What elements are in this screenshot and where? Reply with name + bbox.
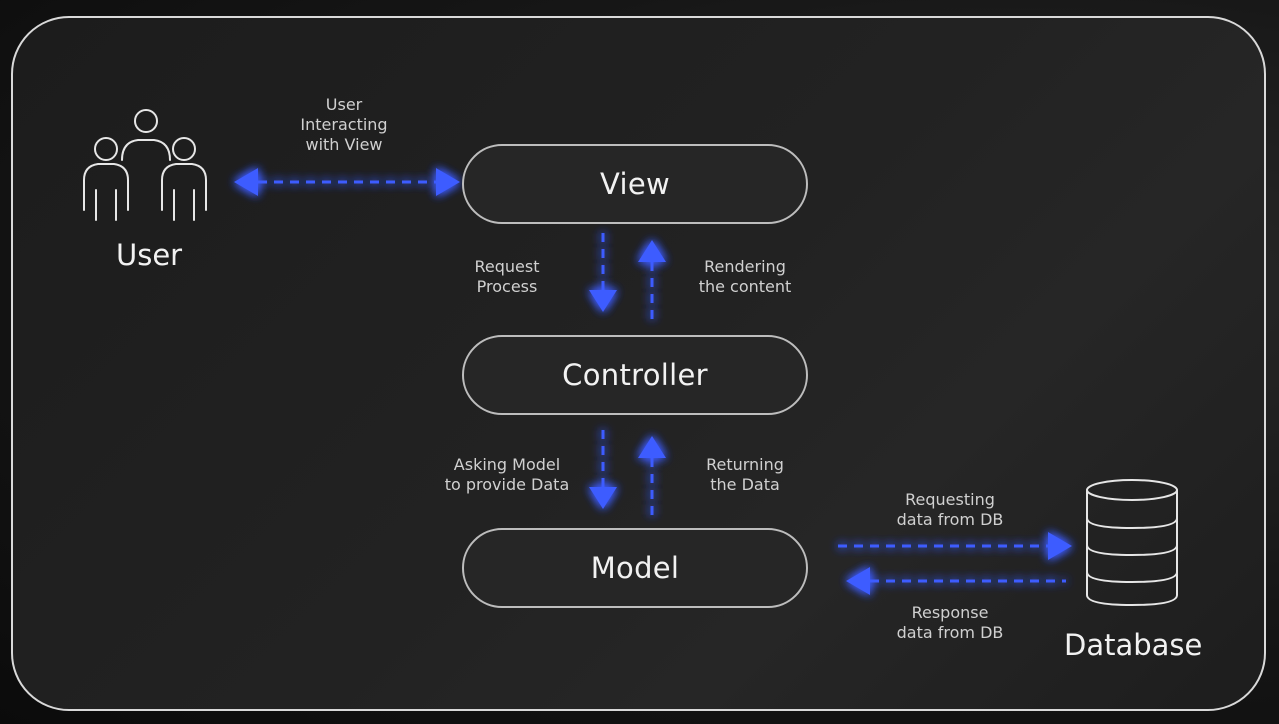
model-node-label: Model: [590, 551, 680, 585]
edge-label-line: Request: [474, 257, 540, 276]
edge-label-user-view: User Interacting with View: [284, 95, 404, 155]
edge-label-rendering-content: Rendering the content: [680, 257, 810, 297]
edge-label-line: with View: [305, 135, 383, 154]
edge-label-returning-data: Returning the Data: [680, 455, 810, 495]
edge-label-response-db: Response data from DB: [880, 603, 1020, 643]
controller-node-label: Controller: [562, 358, 708, 392]
view-node-label: View: [599, 167, 671, 201]
edge-label-request-process: Request Process: [446, 257, 568, 297]
edge-label-line: Asking Model: [453, 455, 561, 474]
controller-node: Controller: [462, 335, 808, 415]
edge-label-line: Process: [476, 277, 538, 296]
edge-label-line: Returning: [706, 455, 784, 474]
edge-label-line: User: [325, 95, 363, 114]
edge-label-line: the Data: [710, 475, 780, 494]
database-label: Database: [1064, 628, 1203, 662]
edge-label-line: the content: [698, 277, 792, 296]
view-node: View: [462, 144, 808, 224]
edge-label-asking-model: Asking Model to provide Data: [436, 455, 578, 495]
edge-label-line: data from DB: [896, 510, 1004, 529]
edge-label-line: Interacting: [300, 115, 388, 134]
model-node: Model: [462, 528, 808, 608]
edge-label-line: Requesting: [905, 490, 995, 509]
edge-label-line: data from DB: [896, 623, 1004, 642]
edge-label-line: Response: [911, 603, 989, 622]
edge-label-line: Rendering: [704, 257, 786, 276]
edge-label-line: to provide Data: [444, 475, 570, 494]
user-label: User: [116, 238, 183, 272]
edge-label-requesting-db: Requesting data from DB: [880, 490, 1020, 530]
